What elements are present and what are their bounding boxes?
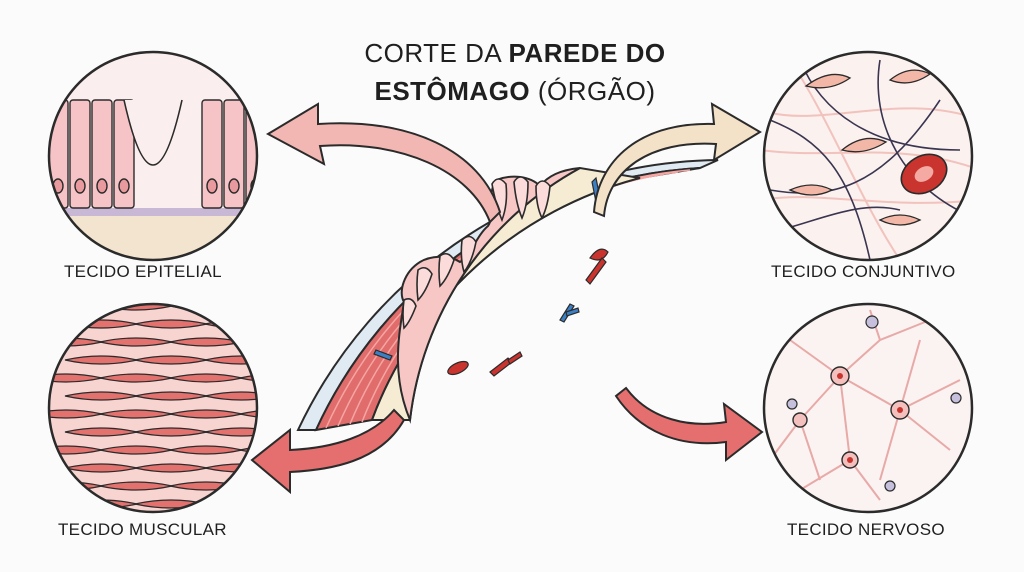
muscle-fiber (204, 355, 257, 365)
cell-nucleus (96, 178, 108, 194)
arrow-to-nervous (614, 386, 764, 463)
muscle-fiber (239, 481, 257, 491)
cell-nucleus (206, 178, 218, 194)
epithelial-cell (69, 99, 91, 209)
cell-nucleus (118, 178, 130, 194)
muscle-fiber (275, 320, 347, 328)
epithelial-cell (91, 99, 113, 209)
muscle-fiber (49, 304, 103, 311)
label-epithelial: TECIDO EPITELIAL (64, 262, 222, 281)
muscle-fiber (239, 337, 257, 347)
connective-tissue-circle (762, 50, 974, 262)
diagram-title: CORTE DA PAREDE DO ESTÔMAGO (ÓRGÃO) (300, 34, 730, 110)
arrow-to-muscular (250, 408, 406, 495)
title-line-2-bold: ESTÔMAGO (374, 76, 531, 106)
label-nervous: TECIDO NERVOSO (787, 520, 945, 539)
muscle-fiber (275, 500, 347, 508)
muscle-fiber (204, 427, 257, 437)
arrows (250, 102, 764, 495)
mucosal-folds (402, 176, 551, 330)
epithelial-cell (223, 99, 245, 209)
label-muscular: TECIDO MUSCULAR (58, 520, 227, 539)
arrow-to-epithelial (265, 102, 502, 224)
muscle-fiber (204, 391, 257, 401)
title-line-2: ESTÔMAGO (ÓRGÃO) (300, 72, 730, 110)
stomach-wall-section (296, 159, 719, 432)
title-line-1-normal: CORTE DA (364, 38, 509, 68)
title-line-1-bold: PAREDE DO (508, 38, 666, 68)
nervous-tissue-circle (762, 302, 974, 514)
muscle-fiber (239, 304, 257, 311)
muscle-fiber (204, 499, 257, 509)
arrow-to-connective (592, 102, 762, 218)
label-connective: TECIDO CONJUNTIVO (771, 262, 956, 281)
epithelial-cell (201, 99, 223, 209)
cell-nucleus (228, 178, 240, 194)
epithelial-tissue-circle (47, 50, 259, 262)
title-line-1: CORTE DA PAREDE DO (300, 34, 730, 72)
title-line-2-normal: (ÓRGÃO) (530, 76, 656, 106)
cell-nucleus (74, 178, 86, 194)
muscular-tissue-circle (47, 302, 347, 514)
